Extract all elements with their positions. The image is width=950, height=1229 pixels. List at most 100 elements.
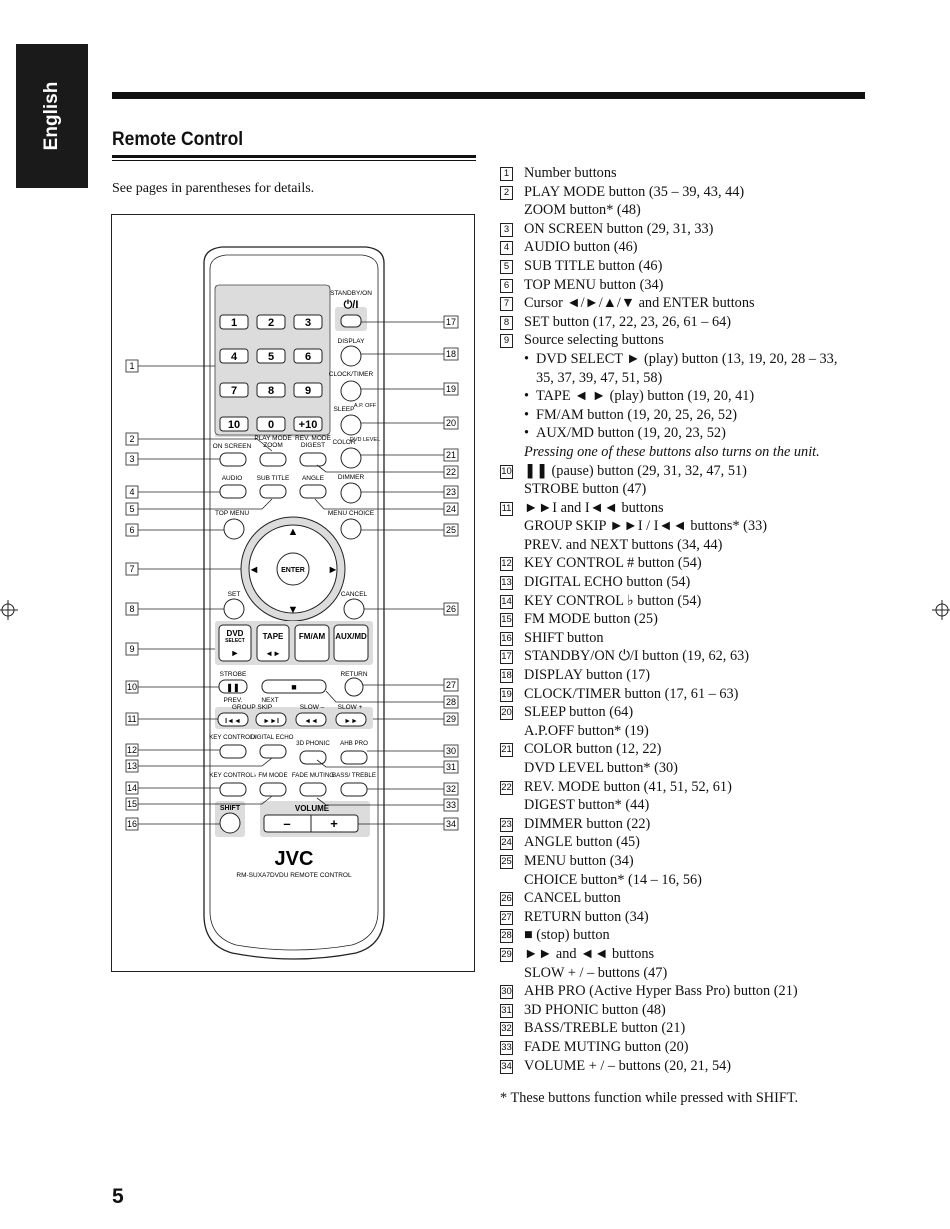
aux-md-button[interactable] — [333, 624, 369, 662]
return-label: RETURN — [340, 671, 367, 678]
color-button[interactable] — [340, 447, 362, 469]
tape-label: TAPE — [263, 632, 284, 641]
aux-md-label: AUX/MD — [335, 632, 367, 641]
legend-row: 35, 37, 39, 47, 51, 58) — [500, 369, 920, 388]
fm-am-button[interactable] — [294, 624, 330, 662]
cursor-up-icon[interactable]: ▲ — [288, 526, 299, 538]
tape-play-icon: ◄► — [265, 649, 281, 658]
angle-button[interactable] — [299, 484, 327, 499]
callout-9: 9 — [129, 644, 134, 654]
volume-down-button[interactable]: – — [283, 816, 290, 831]
legend-text: STROBE button (47) — [524, 481, 647, 498]
number-key[interactable]: 8 — [268, 385, 274, 397]
number-key[interactable]: 10 — [228, 419, 240, 431]
ahb-pro-button[interactable] — [340, 750, 368, 765]
legend-text: COLOR button (12, 22) — [524, 741, 662, 758]
number-key[interactable]: 0 — [268, 419, 274, 431]
legend-number: 25 — [500, 854, 513, 869]
legend-row: GROUP SKIP ►►I / I◄◄ buttons* (33) — [500, 517, 920, 536]
dimmer-button[interactable] — [340, 482, 362, 504]
on-screen-button[interactable] — [219, 452, 247, 467]
legend-text: BASS/TREBLE button (21) — [524, 1020, 686, 1037]
digital-echo-button[interactable] — [259, 744, 287, 759]
cursor-down-icon[interactable]: ▼ — [288, 604, 299, 616]
display-button[interactable] — [340, 345, 362, 367]
fade-muting-button[interactable] — [299, 782, 327, 797]
legend-text: DIMMER button (22) — [524, 815, 651, 832]
strobe-label: STROBE — [220, 671, 247, 678]
cursor-right-icon[interactable]: ► — [328, 564, 339, 576]
legend-number: 29 — [500, 947, 513, 962]
clock-timer-button[interactable] — [340, 380, 362, 402]
stop-button[interactable] — [261, 679, 327, 694]
standby-button[interactable] — [340, 314, 362, 328]
callout-28: 28 — [446, 697, 456, 707]
number-key[interactable]: 6 — [305, 351, 311, 363]
key-control-sharp-button[interactable] — [219, 744, 247, 759]
number-key[interactable]: 5 — [268, 351, 274, 363]
sleep-button[interactable] — [340, 414, 362, 436]
number-key[interactable]: 1 — [231, 317, 237, 329]
enter-button[interactable] — [276, 552, 310, 586]
rewind-icon: ◄◄ — [304, 718, 318, 725]
sub-title-button[interactable] — [259, 484, 287, 499]
legend-row: Pressing one of these buttons also turns… — [500, 443, 920, 462]
play-mode-button[interactable] — [259, 452, 287, 467]
legend-row: •AUX/MD button (19, 20, 23, 52) — [500, 424, 920, 443]
number-key[interactable]: 4 — [231, 351, 238, 363]
callout-4: 4 — [129, 487, 134, 497]
bullet-icon: • — [524, 388, 530, 405]
rewind-button[interactable] — [295, 712, 327, 727]
legend-text: ►►I and I◄◄ buttons — [524, 499, 664, 516]
bass-treble-button[interactable] — [340, 782, 368, 797]
key-control-flat-button[interactable] — [219, 782, 247, 797]
top-menu-label: TOP MENU — [215, 510, 249, 517]
audio-button[interactable] — [219, 484, 247, 499]
top-menu-button[interactable] — [223, 518, 245, 540]
legend-number: 3 — [500, 222, 513, 237]
legend-text: AUDIO button (46) — [524, 239, 638, 256]
ap-off-label: A.P. OFF — [354, 403, 377, 409]
return-button[interactable] — [344, 677, 364, 697]
menu-choice-button[interactable] — [340, 518, 362, 540]
legend-number: 12 — [500, 557, 513, 572]
number-key[interactable]: 2 — [268, 317, 274, 329]
tape-button[interactable] — [256, 624, 290, 662]
fm-mode-button[interactable] — [259, 782, 287, 797]
pause-button[interactable] — [218, 679, 248, 694]
legend-row: DIGEST button* (44) — [500, 796, 920, 815]
number-key[interactable]: 3 — [305, 317, 311, 329]
legend-number: 31 — [500, 1003, 513, 1018]
callout-17: 17 — [446, 317, 456, 327]
intro-text: See pages in parentheses for details. — [112, 181, 315, 196]
legend-text: DVD LEVEL button* (30) — [524, 760, 678, 776]
legend-text: DVD SELECT ► (play) button (13, 19, 20, … — [536, 350, 838, 367]
fast-forward-button[interactable] — [335, 712, 367, 727]
number-key[interactable]: 7 — [231, 385, 237, 397]
cancel-button[interactable] — [343, 598, 365, 620]
3d-phonic-button[interactable] — [299, 750, 327, 765]
next-button[interactable] — [255, 712, 287, 727]
shift-button[interactable] — [219, 812, 241, 834]
legend-number: 6 — [500, 278, 513, 293]
key-control-flat-label: KEY CONTROL♭ — [209, 772, 256, 779]
key-control-sharp-label: KEY CONTROL# — [209, 734, 257, 741]
prev-button[interactable] — [217, 712, 249, 727]
volume-up-button[interactable]: + — [330, 816, 338, 831]
set-button[interactable] — [223, 598, 245, 620]
rev-mode-button[interactable] — [299, 452, 327, 467]
cursor-left-icon[interactable]: ◄ — [249, 564, 260, 576]
number-key[interactable]: +10 — [299, 419, 318, 431]
dvd-select-button[interactable] — [218, 624, 252, 662]
legend-text: GROUP SKIP ►►I / I◄◄ buttons* (33) — [524, 518, 767, 535]
number-key[interactable]: 9 — [305, 385, 311, 397]
legend-text: 35, 37, 39, 47, 51, 58) — [536, 369, 663, 386]
legend-text: DISPLAY button (17) — [524, 667, 651, 684]
prev-label: PREV. — [224, 697, 243, 704]
